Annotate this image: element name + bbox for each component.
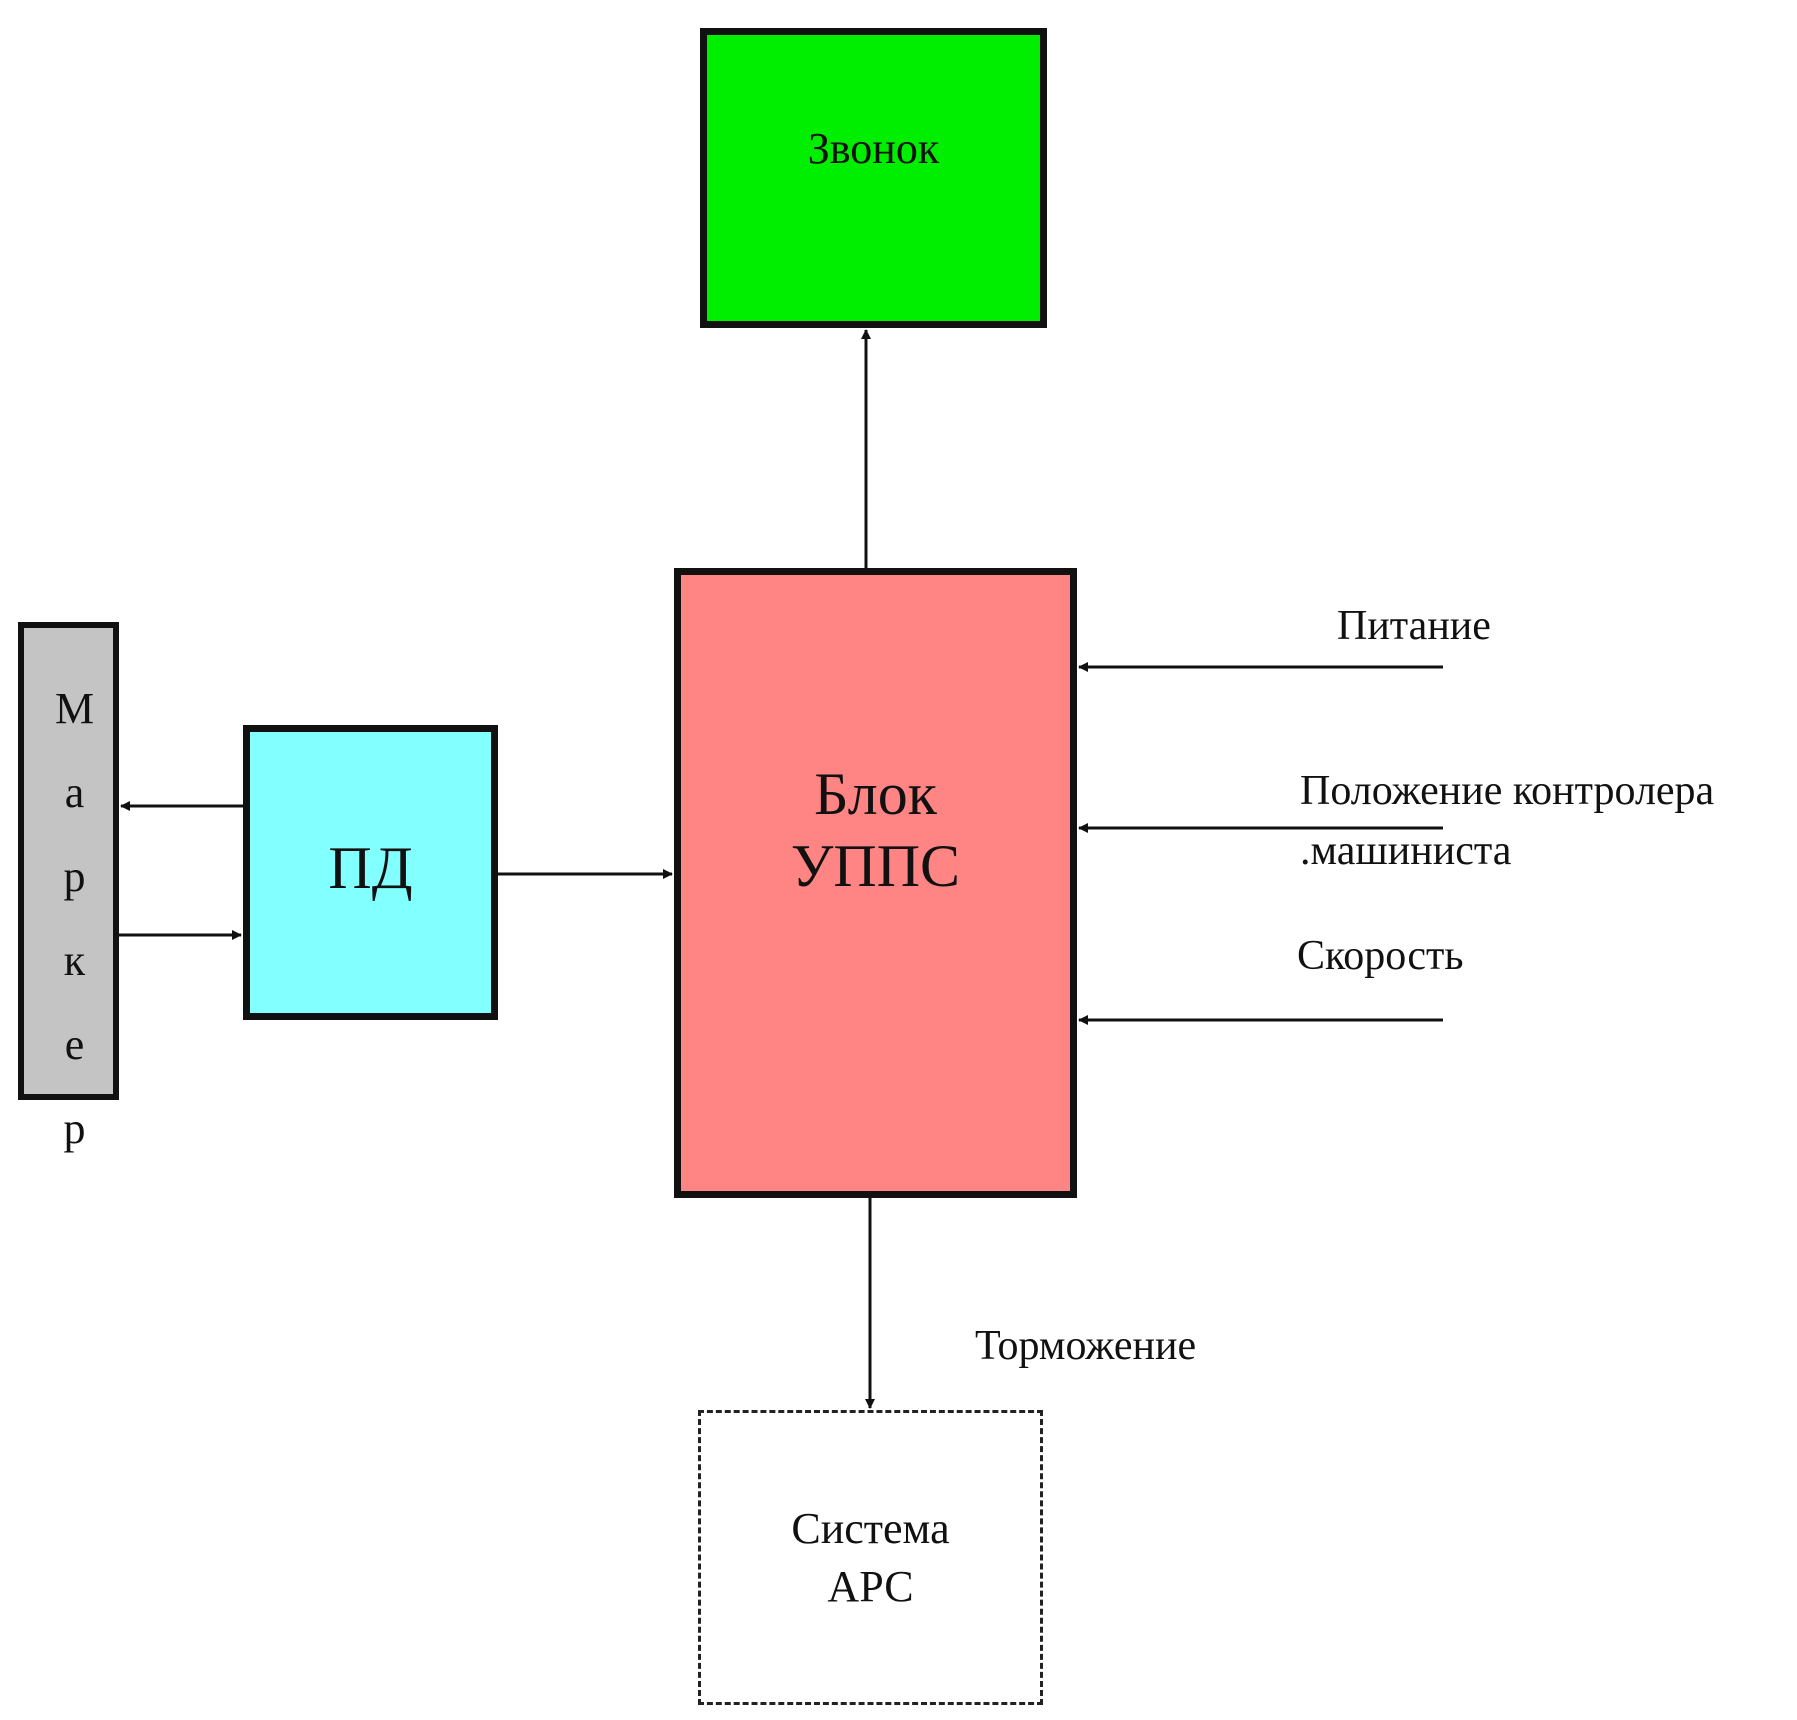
aps-system-block: Система АРС xyxy=(698,1410,1043,1705)
marker-letter: р xyxy=(63,852,86,901)
uppc-label-line2: УППС xyxy=(790,833,961,899)
bell-label: Звонок xyxy=(807,124,940,173)
aps-label-line2: АРС xyxy=(827,1561,914,1611)
aps-label: Система АРС xyxy=(791,1500,949,1616)
marker-letter: р xyxy=(63,1104,86,1153)
pd-label: ПД xyxy=(328,835,413,901)
braking-output-label: Торможение xyxy=(975,1323,1197,1369)
power-input-label: Питание xyxy=(1337,603,1491,649)
controller-input-label-line1: Положение контролера xyxy=(1300,768,1715,814)
uppc-label-line1: Блок xyxy=(814,761,937,827)
bell-block: Звонок xyxy=(700,28,1047,328)
aps-label-line1: Система xyxy=(791,1503,950,1553)
uppc-block: Блок УППС xyxy=(674,568,1077,1198)
marker-letter: е xyxy=(64,1020,85,1069)
uppc-label: Блок УППС xyxy=(791,758,960,902)
marker-letter: М xyxy=(54,684,95,733)
controller-input-label-line2: .машиниста xyxy=(1300,828,1512,874)
speed-input-label: Скорость xyxy=(1297,933,1464,979)
pd-block: ПД xyxy=(243,725,498,1020)
marker-letter: к xyxy=(63,936,86,985)
marker-letter: а xyxy=(64,768,85,817)
